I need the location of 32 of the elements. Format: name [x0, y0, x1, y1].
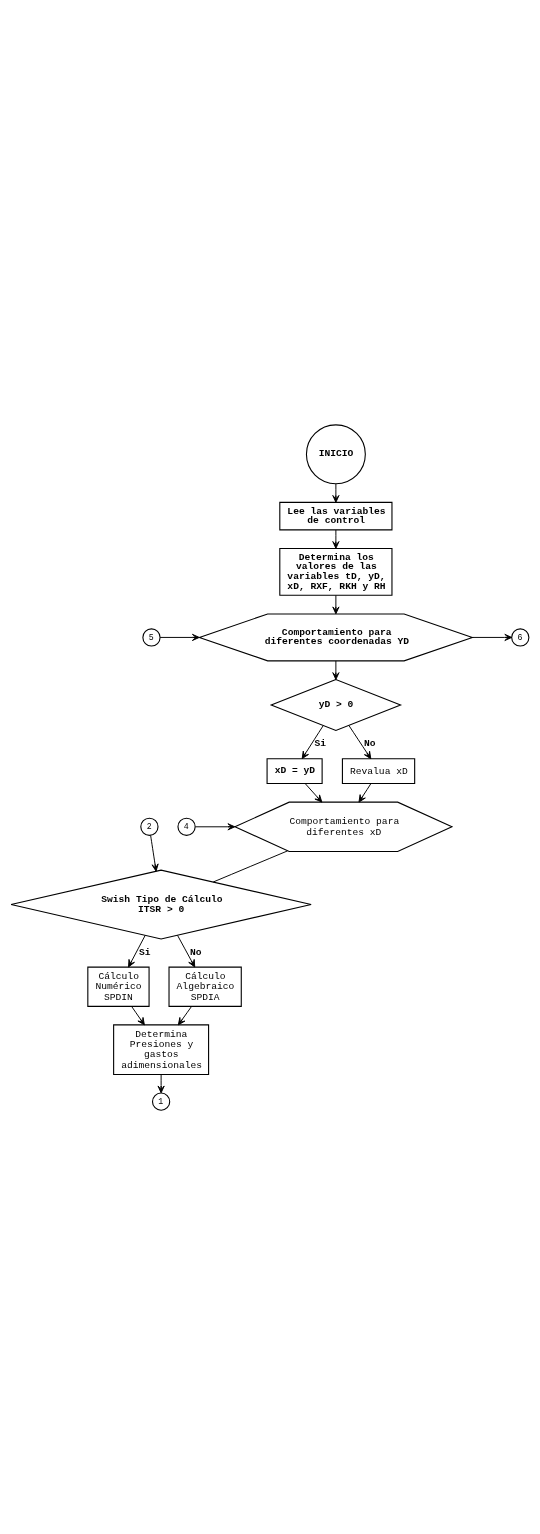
arrow: [332, 659, 340, 680]
node-circle: INICIO: [305, 423, 366, 484]
connector: [212, 849, 288, 882]
arrow: [177, 934, 196, 967]
node-box: Cálculo Algebraico SPDIA: [168, 966, 242, 1007]
edge-label: No: [190, 946, 202, 958]
arrow: [150, 834, 159, 872]
edge-label: No: [364, 737, 376, 749]
arrow: [157, 1073, 165, 1093]
arrow: [177, 1005, 192, 1025]
arrow: [194, 822, 236, 830]
edge-label: Si: [314, 737, 327, 749]
arrow: [304, 782, 323, 803]
node-box: xD = yD: [266, 757, 323, 784]
arrow: [301, 724, 324, 759]
node-box: Cálculo Numérico SPDIN: [87, 966, 150, 1007]
edge-label: Si: [139, 946, 151, 958]
arrow: [471, 633, 513, 641]
node-box: Lee las variables de control: [279, 501, 393, 530]
arrow: [348, 724, 372, 759]
arrow: [131, 1005, 145, 1025]
node-diamond: yD > 0: [269, 678, 403, 731]
arrow: [332, 529, 340, 549]
arrow: [159, 633, 200, 641]
node-box: Revalua xD: [341, 757, 416, 784]
arrow: [332, 594, 340, 614]
arrow: [332, 482, 340, 503]
arrow: [358, 782, 372, 803]
node-diamond: Swish Tipo de Cálculo ITSR > 0: [10, 869, 312, 939]
node-box: Determina Presiones y gastos adimensionales: [113, 1023, 210, 1075]
node-box: Determina los valores de las variables tD, yD, xD, RXF, RKH y RH: [279, 547, 393, 596]
arrow: [128, 934, 146, 967]
